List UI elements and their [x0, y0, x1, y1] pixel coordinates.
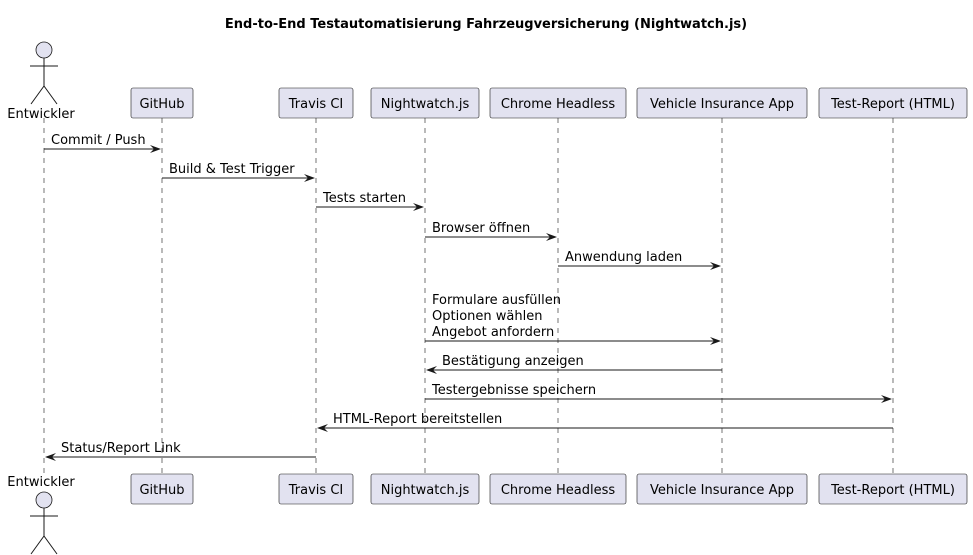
- actor-leg: [30, 85, 45, 105]
- actor-head: [35, 41, 53, 59]
- participant-app: Vehicle Insurance App: [636, 473, 808, 505]
- participant-travis: Travis CI: [278, 473, 354, 505]
- participant-travis: Travis CI: [278, 87, 354, 119]
- participant-box: [370, 473, 480, 505]
- message-label: HTML-Report bereitstellen: [333, 412, 502, 427]
- arrow-head-icon: [710, 337, 721, 345]
- participant-report: Test-Report (HTML): [818, 87, 968, 119]
- arrow-head-icon: [304, 174, 315, 182]
- participant-label: Nightwatch.js: [381, 97, 470, 112]
- actor-entwickler: Entwickler: [7, 41, 75, 122]
- participant-box: [278, 473, 354, 505]
- message: Testergebnisse speichern: [425, 383, 892, 403]
- message-label: Angebot anfordern: [432, 325, 554, 340]
- message-label: Status/Report Link: [61, 441, 181, 456]
- participant-box: [489, 87, 627, 119]
- message: Browser öffnen: [425, 221, 557, 241]
- message: HTML-Report bereitstellen: [317, 412, 893, 432]
- actor-leg: [43, 85, 58, 105]
- arrow-head-icon: [413, 203, 424, 211]
- message-label: Browser öffnen: [432, 221, 530, 236]
- participant-label: Travis CI: [288, 97, 343, 112]
- participant-app: Vehicle Insurance App: [636, 87, 808, 119]
- message-label: Formulare ausfüllen: [432, 293, 561, 308]
- participant-box: [818, 473, 968, 505]
- message-label: Commit / Push: [51, 133, 146, 148]
- arrow-head-icon: [881, 395, 892, 403]
- arrow-head-icon: [426, 366, 437, 374]
- message-label: Tests starten: [322, 191, 406, 206]
- actor-leg: [43, 535, 58, 555]
- participant-label: Vehicle Insurance App: [650, 483, 794, 498]
- actor-leg: [30, 535, 45, 555]
- arrow-head-icon: [45, 453, 56, 461]
- participant-label: Test-Report (HTML): [830, 483, 955, 498]
- message: Status/Report Link: [45, 441, 316, 461]
- diagram-title: End-to-End Testautomatisierung Fahrzeugv…: [225, 17, 747, 32]
- participant-box: [278, 87, 354, 119]
- participant-chrome: Chrome Headless: [489, 473, 627, 505]
- message: Bestätigung anzeigen: [426, 354, 722, 374]
- participant-box: [370, 87, 480, 119]
- participant-label: Test-Report (HTML): [830, 97, 955, 112]
- participant-label: Nightwatch.js: [381, 483, 470, 498]
- arrow-head-icon: [710, 262, 721, 270]
- message-label: Testergebnisse speichern: [431, 383, 596, 398]
- participant-label: Entwickler: [7, 107, 75, 122]
- participant-label: Chrome Headless: [501, 97, 615, 112]
- participant-nw: Nightwatch.js: [370, 473, 480, 505]
- participant-box: [130, 473, 194, 505]
- participant-label: Vehicle Insurance App: [650, 97, 794, 112]
- participant-box: [130, 87, 194, 119]
- arrow-head-icon: [546, 233, 557, 241]
- participant-gh: GitHub: [130, 473, 194, 505]
- participant-label: Chrome Headless: [501, 483, 615, 498]
- participant-report: Test-Report (HTML): [818, 473, 968, 505]
- message: Tests starten: [316, 191, 424, 211]
- message: Commit / Push: [44, 133, 161, 153]
- participant-box: [818, 87, 968, 119]
- participant-box: [636, 473, 808, 505]
- message-label: Bestätigung anzeigen: [442, 354, 584, 369]
- message-label: Build & Test Trigger: [169, 162, 295, 177]
- participant-chrome: Chrome Headless: [489, 87, 627, 119]
- message: Build & Test Trigger: [162, 162, 315, 182]
- participant-label: Entwickler: [7, 475, 75, 490]
- message: Anwendung laden: [558, 250, 721, 270]
- participant-box: [489, 473, 627, 505]
- participant-nw: Nightwatch.js: [370, 87, 480, 119]
- arrow-head-icon: [317, 424, 328, 432]
- participant-label: Travis CI: [288, 483, 343, 498]
- message-label: Anwendung laden: [565, 250, 682, 265]
- participant-gh: GitHub: [130, 87, 194, 119]
- participant-label: GitHub: [139, 483, 184, 498]
- message-label: Optionen wählen: [432, 309, 542, 324]
- actor-head: [35, 491, 53, 509]
- actor-entwickler: Entwickler: [7, 475, 75, 555]
- arrow-head-icon: [150, 145, 161, 153]
- participant-box: [636, 87, 808, 119]
- participant-label: GitHub: [139, 97, 184, 112]
